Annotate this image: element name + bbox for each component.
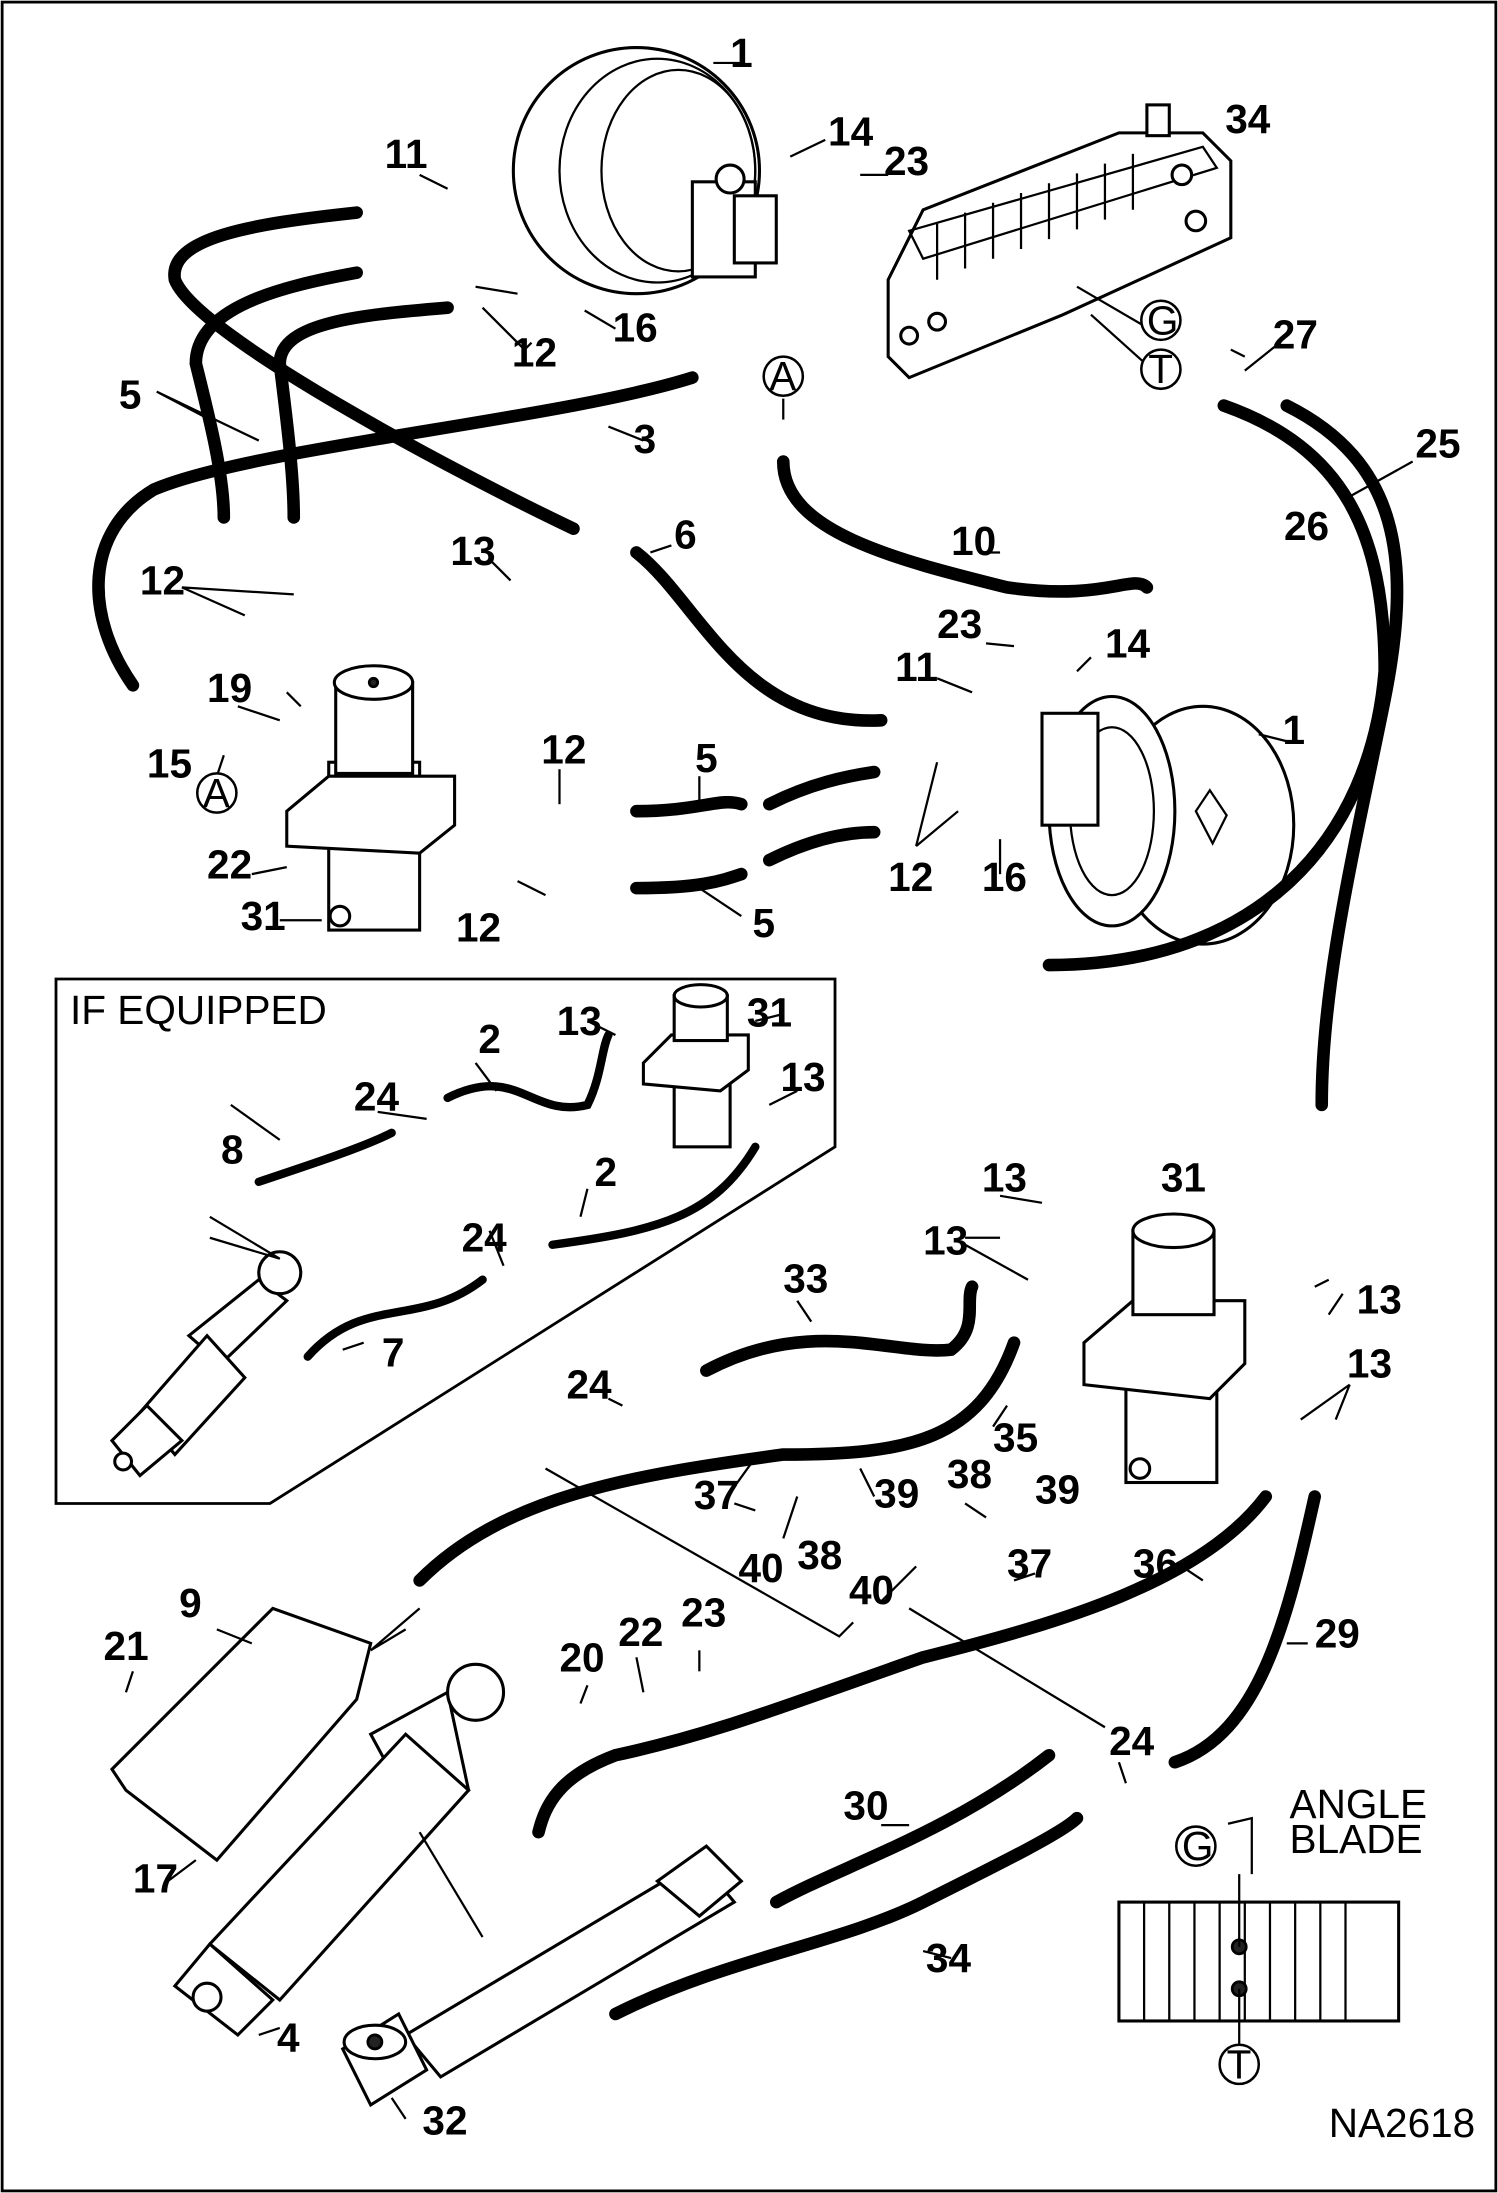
callout-21: 21 — [104, 1623, 149, 1669]
control-valve — [886, 103, 1233, 380]
callout-5: 5 — [119, 371, 142, 417]
callout-23: 23 — [884, 138, 929, 184]
callout-14: 14 — [1105, 620, 1151, 666]
callout-15: 15 — [147, 741, 192, 787]
swivel-left — [285, 664, 457, 932]
callout-5: 5 — [695, 735, 718, 781]
callout-5: 5 — [752, 900, 775, 946]
callout-31: 31 — [747, 990, 792, 1036]
travel-motor-right — [1040, 694, 1296, 946]
callout-2: 2 — [594, 1149, 617, 1195]
callout-24: 24 — [1109, 1718, 1155, 1764]
port-label-t-top: T — [1148, 346, 1173, 392]
valve-title-line2: BLADE — [1290, 1816, 1423, 1862]
inset-swivel — [641, 983, 750, 1149]
callout-14: 14 — [828, 108, 874, 154]
callout-16: 16 — [982, 854, 1027, 900]
valve-title-line1: ANGLE — [1290, 1781, 1427, 1827]
cylinder-32 — [340, 1844, 744, 2108]
port-label-t-valve: T — [1227, 2041, 1252, 2087]
callout-2: 2 — [478, 1016, 501, 1062]
callout-12: 12 — [456, 904, 501, 950]
callout-20: 20 — [559, 1634, 604, 1680]
callout-13: 13 — [982, 1155, 1027, 1201]
callout-38: 38 — [797, 1532, 842, 1578]
callout-38: 38 — [947, 1451, 992, 1497]
callout-23: 23 — [681, 1590, 726, 1636]
swivel-right — [1082, 1212, 1247, 1485]
callout-7: 7 — [382, 1329, 405, 1375]
callout-1: 1 — [1283, 707, 1306, 753]
callout-12: 12 — [541, 727, 586, 773]
callout-22: 22 — [618, 1609, 663, 1655]
callout-30: 30 — [843, 1783, 888, 1829]
callout-12: 12 — [888, 854, 933, 900]
callout-24: 24 — [462, 1215, 508, 1261]
callout-8: 8 — [221, 1127, 244, 1173]
callout-24: 24 — [566, 1362, 612, 1408]
callout-34: 34 — [926, 1935, 972, 1981]
figure-id: NA2618 — [1329, 2100, 1476, 2146]
callout-24: 24 — [354, 1073, 400, 1119]
inset-title: IF EQUIPPED — [70, 987, 327, 1033]
callout-32: 32 — [422, 2097, 467, 2143]
callout-12: 12 — [512, 329, 557, 375]
callout-1: 1 — [730, 30, 753, 76]
callout-13: 13 — [1357, 1276, 1402, 1322]
callout-39: 39 — [1035, 1466, 1080, 1512]
callouts: 1 14 23 11 12 16 34 27 25 26 5 3 10 12 1… — [104, 30, 1461, 2143]
callout-16: 16 — [613, 304, 658, 350]
callout-39: 39 — [874, 1471, 919, 1517]
callout-13: 13 — [1347, 1341, 1392, 1387]
callout-13: 13 — [780, 1054, 825, 1100]
callout-4: 4 — [277, 2015, 300, 2061]
callout-40: 40 — [849, 1567, 894, 1613]
travel-motor-top — [511, 46, 778, 296]
port-labels: G T A A G T — [195, 297, 1261, 2087]
callout-35: 35 — [993, 1415, 1038, 1461]
callout-34: 34 — [1225, 96, 1271, 142]
callout-37: 37 — [1007, 1541, 1052, 1587]
inset-frame — [54, 977, 837, 1505]
callout-40: 40 — [739, 1545, 784, 1591]
callout-33: 33 — [783, 1255, 828, 1301]
callout-11: 11 — [895, 644, 938, 690]
callout-12: 12 — [140, 557, 185, 603]
callout-31: 31 — [1161, 1155, 1206, 1201]
callout-23: 23 — [937, 601, 982, 647]
callout-13: 13 — [557, 998, 602, 1044]
callout-9: 9 — [179, 1580, 202, 1626]
callout-31: 31 — [241, 893, 286, 939]
port-label-g-top: G — [1147, 297, 1179, 343]
callout-6: 6 — [674, 511, 697, 557]
angle-blade-valve — [1117, 1874, 1401, 2045]
callout-36: 36 — [1133, 1541, 1178, 1587]
callout-25: 25 — [1415, 420, 1460, 466]
port-label-a-left: A — [203, 770, 230, 816]
callout-27: 27 — [1273, 311, 1318, 357]
callout-26: 26 — [1284, 503, 1329, 549]
callout-29: 29 — [1315, 1611, 1360, 1657]
callout-17: 17 — [133, 1855, 178, 1901]
callout-10: 10 — [951, 518, 996, 564]
callout-3: 3 — [634, 416, 657, 462]
callout-11: 11 — [385, 131, 428, 177]
hoses — [92, 206, 1404, 2021]
callout-13: 13 — [450, 528, 495, 574]
callout-13: 13 — [923, 1218, 968, 1264]
cylinder-4-and-guard-9 — [109, 1606, 506, 2038]
leader-lines — [124, 61, 1414, 2120]
inset-cylinder — [109, 1250, 303, 1478]
callout-19: 19 — [207, 665, 252, 711]
port-label-a-top: A — [769, 353, 796, 399]
callout-22: 22 — [207, 841, 252, 887]
callout-37: 37 — [694, 1472, 739, 1518]
port-label-g-valve: G — [1182, 1823, 1214, 1869]
